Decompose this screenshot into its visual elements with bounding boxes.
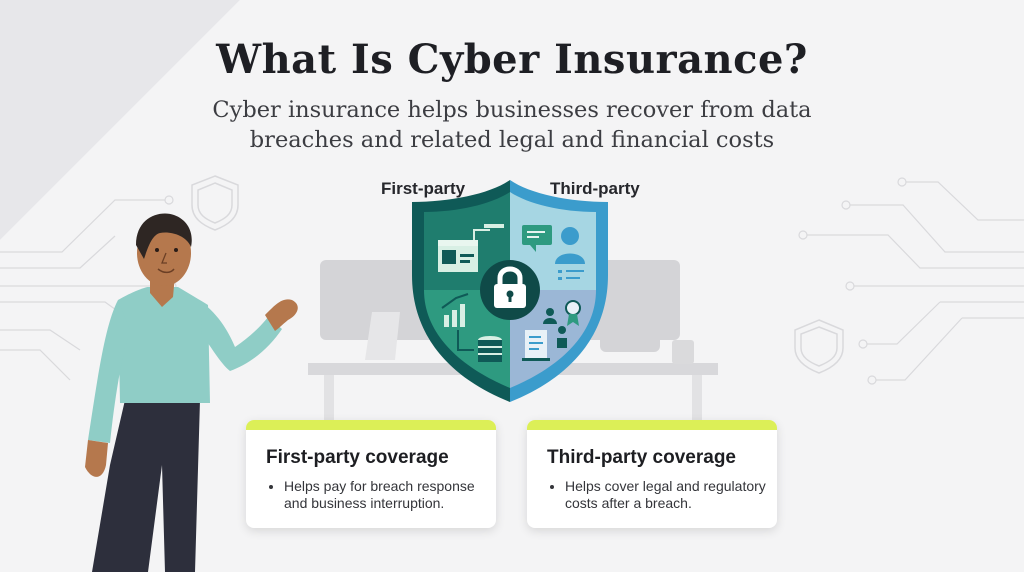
document-scroll-icon bbox=[522, 330, 550, 361]
first-party-label: First-party bbox=[381, 179, 466, 198]
browser-window-icon bbox=[438, 224, 504, 272]
cyber-shield-graphic bbox=[412, 180, 608, 402]
shield-outline-icon bbox=[191, 175, 239, 231]
padlock-icon bbox=[480, 260, 540, 320]
card-bullet: Helps cover legal and regulatory costs a… bbox=[565, 478, 777, 512]
award-ribbon-icon bbox=[565, 300, 581, 326]
card-bullet: Helps pay for breach response and busine… bbox=[284, 478, 496, 512]
card-title: Third-party coverage bbox=[547, 447, 736, 468]
page-subtitle: Cyber insurance helps businesses recover… bbox=[212, 97, 812, 153]
shield-outline-icon bbox=[794, 319, 844, 374]
first-party-coverage-card: First-party coverage Helps pay for breac… bbox=[246, 420, 496, 528]
card-title: First-party coverage bbox=[266, 447, 449, 468]
growth-chart-icon bbox=[441, 293, 469, 327]
presenter-person-illustration bbox=[85, 213, 298, 572]
database-icon bbox=[457, 330, 502, 362]
third-party-label: Third-party bbox=[550, 179, 640, 198]
third-party-coverage-card: Third-party coverage Helps cover legal a… bbox=[527, 420, 777, 528]
person-icon bbox=[555, 227, 585, 280]
chat-bubble-icon bbox=[522, 225, 552, 252]
people-icon bbox=[543, 308, 567, 348]
card-accent-bar bbox=[527, 420, 777, 430]
card-accent-bar bbox=[246, 420, 496, 430]
page-title: What Is Cyber Insurance? bbox=[216, 36, 808, 83]
